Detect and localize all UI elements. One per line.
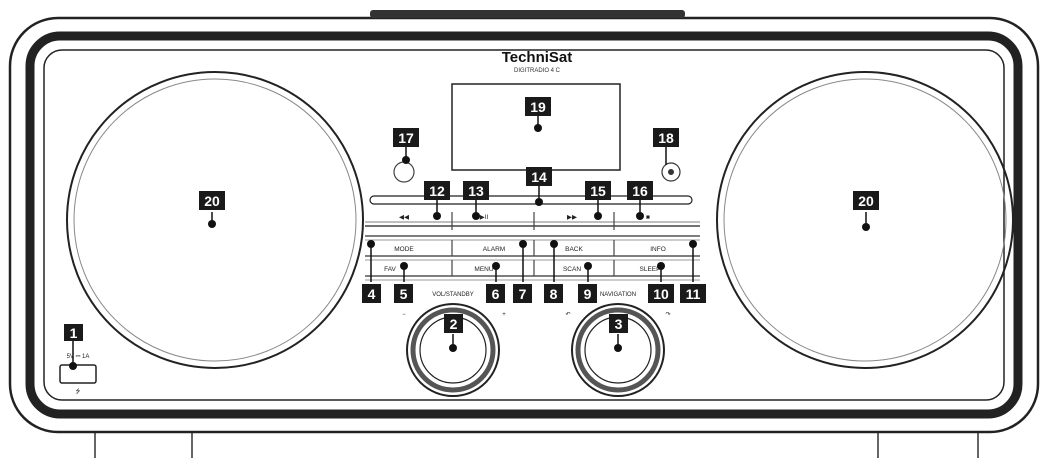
volume-knob-label: VOL/STANDBY xyxy=(432,292,474,298)
callout-15: 15 xyxy=(585,181,611,200)
navigation-knob-label: NAVIGATION xyxy=(600,292,636,298)
radio-front-panel xyxy=(43,49,1005,401)
svg-text:7: 7 xyxy=(519,286,527,302)
svg-text:5: 5 xyxy=(400,286,408,302)
svg-text:20: 20 xyxy=(858,193,874,209)
callout-18: 18 xyxy=(653,128,679,147)
button-scan[interactable]: SCAN xyxy=(563,266,581,273)
callout-2: 2 xyxy=(444,314,463,333)
navigation-knob[interactable] xyxy=(571,303,665,397)
svg-text:14: 14 xyxy=(531,169,547,185)
callout-17: 17 xyxy=(393,128,419,147)
ir-sensor xyxy=(393,161,415,183)
svg-text:9: 9 xyxy=(584,286,592,302)
callout-11: 11 xyxy=(680,284,706,303)
button-panel xyxy=(365,212,700,281)
callout-9: 9 xyxy=(578,284,597,303)
callout-20-right: 20 xyxy=(853,191,879,210)
callout-6: 6 xyxy=(486,284,505,303)
button-rewind[interactable]: ◀◀ xyxy=(399,214,410,221)
headphone-jack xyxy=(661,162,681,182)
svg-text:2: 2 xyxy=(450,316,458,332)
callout-13: 13 xyxy=(463,181,489,200)
button-stop[interactable]: ■ xyxy=(646,214,650,221)
svg-text:15: 15 xyxy=(590,183,606,199)
callout-12: 12 xyxy=(424,181,450,200)
callout-leaders xyxy=(72,116,867,366)
callout-1: 1 xyxy=(64,324,83,341)
svg-text:18: 18 xyxy=(658,130,674,146)
button-fav[interactable]: FAV xyxy=(384,266,396,273)
brand-logo: TechniSat xyxy=(502,49,573,66)
button-forward[interactable]: ▶▶ xyxy=(567,214,578,221)
top-slot-bar xyxy=(369,195,693,205)
brand-model: DIGITRADIO 4 C xyxy=(514,68,561,74)
left-speaker xyxy=(66,71,364,369)
svg-text:19: 19 xyxy=(530,99,546,115)
usb-icon: ⭍ xyxy=(76,387,81,395)
callout-7: 7 xyxy=(513,284,532,303)
volume-minus-icon: − xyxy=(402,312,406,318)
button-alarm[interactable]: ALARM xyxy=(483,246,505,253)
button-mode[interactable]: MODE xyxy=(394,246,414,253)
navigation-ccw-icon: ↶ xyxy=(565,311,570,318)
callout-3: 3 xyxy=(609,314,628,333)
svg-text:6: 6 xyxy=(492,286,500,302)
right-speaker xyxy=(716,71,1014,369)
callout-dots xyxy=(69,124,870,370)
volume-plus-icon: + xyxy=(502,312,506,318)
svg-text:12: 12 xyxy=(429,183,445,199)
navigation-cw-icon: ↷ xyxy=(665,311,670,318)
radio-bezel xyxy=(25,31,1023,419)
callout-19: 19 xyxy=(525,97,551,116)
svg-text:20: 20 xyxy=(204,193,220,209)
svg-text:17: 17 xyxy=(398,130,414,146)
button-info[interactable]: INFO xyxy=(650,246,666,253)
callout-14: 14 xyxy=(526,167,552,186)
callout-5: 5 xyxy=(394,284,413,303)
callout-10: 10 xyxy=(648,284,674,303)
callout-16: 16 xyxy=(627,181,653,200)
callout-8: 8 xyxy=(544,284,563,303)
callout-20-left: 20 xyxy=(199,191,225,210)
radio-legs xyxy=(94,432,979,458)
svg-text:10: 10 xyxy=(653,286,669,302)
svg-text:4: 4 xyxy=(368,286,376,302)
svg-text:1: 1 xyxy=(70,325,78,341)
button-menu[interactable]: MENU xyxy=(474,266,493,273)
svg-text:8: 8 xyxy=(550,286,558,302)
usb-label: 5V ⎓ 1A xyxy=(67,354,90,360)
radio-housing-top-edge xyxy=(370,10,685,18)
svg-text:13: 13 xyxy=(468,183,484,199)
svg-text:11: 11 xyxy=(686,286,701,302)
button-back[interactable]: BACK xyxy=(565,246,583,253)
usb-port[interactable] xyxy=(59,364,97,384)
svg-text:16: 16 xyxy=(632,183,648,199)
button-play-pause[interactable]: ▶II xyxy=(480,214,489,221)
svg-text:3: 3 xyxy=(615,316,623,332)
button-sleep[interactable]: SLEEP xyxy=(640,266,661,273)
callout-4: 4 xyxy=(362,284,381,303)
